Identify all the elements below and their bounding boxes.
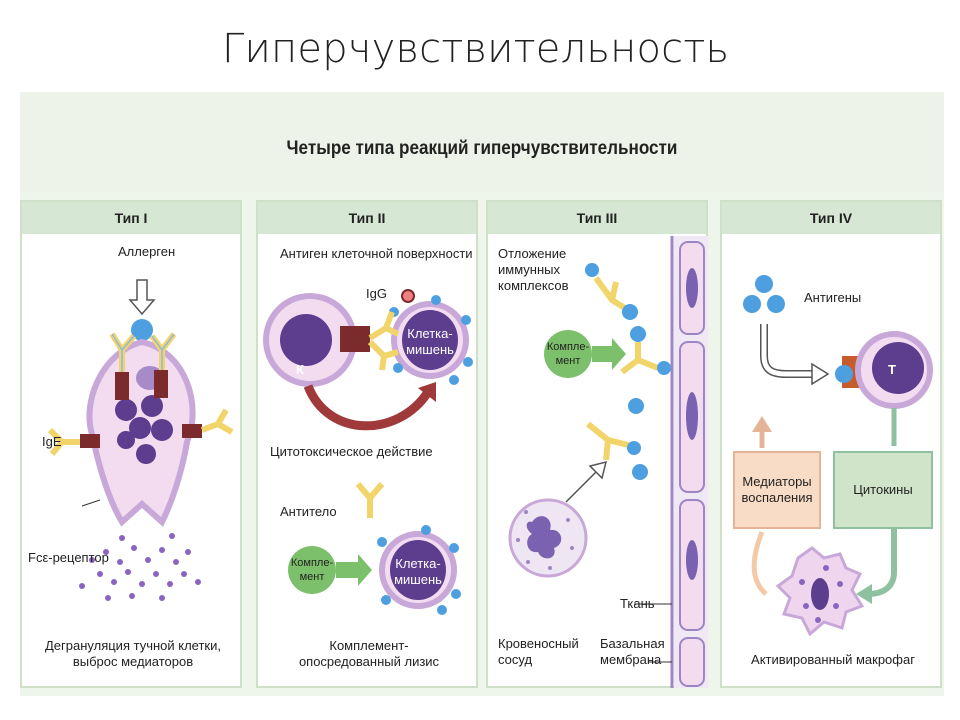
cytokines-box [833, 451, 933, 529]
macrophage-label: Активированный макрофаг [751, 652, 915, 667]
fc-receptor-label: Fcε-рецептор [28, 550, 109, 565]
target-cell-2-icon [379, 531, 457, 609]
k-cell-icon [263, 293, 357, 387]
complement-label-line1: Компле- [546, 341, 590, 353]
panel-type-1: Тип I [20, 200, 242, 688]
antibody-label: Антитело [280, 504, 337, 519]
target-cell-label-line1: Клетка- [407, 326, 453, 341]
ige-label: IgE [42, 434, 62, 449]
igg-label: IgG [366, 286, 387, 301]
tissue-label: Ткань [620, 596, 655, 611]
immune-complex-icon [586, 276, 660, 461]
panel-type-4-header: Тип IV [722, 202, 940, 234]
fc-receptor-icon [115, 372, 129, 400]
macrophage-icon [775, 546, 865, 637]
surface-antigen-icon [401, 289, 415, 303]
fc-receptor-icon [80, 434, 100, 448]
igg-antibody-icon [367, 310, 400, 371]
target-cell-label-line2: мишень [406, 342, 454, 357]
basal-membrane-label-line2: мембрана [600, 652, 662, 667]
type-1-caption-line1: Дегрануляция тучной клетки, [44, 638, 221, 653]
type-1-illustration [47, 279, 234, 601]
complement-label-line2: мент [299, 571, 325, 583]
neutrophil-icon [508, 498, 588, 578]
mediators-label-line1: Медиаторы [742, 474, 812, 489]
panel-type-4: Тип IV [720, 200, 942, 688]
mediators-arrow-icon [752, 416, 772, 432]
slide-title: Гиперчувствительность [222, 26, 730, 72]
panel-type-2-header: Тип II [258, 202, 476, 234]
vessel-label-line1: Кровеносный [498, 636, 579, 651]
type-1-caption-line2: выброс медиаторов [72, 654, 194, 669]
antibody-icon [355, 482, 385, 518]
fc-receptor-icon [154, 370, 168, 398]
target-cell-2-label-line2: мишень [394, 572, 442, 587]
complement-label-line2: мент [555, 355, 581, 367]
deposit-label-line1: Отложение [498, 246, 567, 261]
antigen-arrow-icon [761, 324, 814, 377]
panel-type-3: Тип III [486, 200, 708, 688]
complement-icon [544, 330, 592, 378]
type-2-illustration [263, 289, 473, 615]
panel-type-2: Тип II [256, 200, 478, 688]
allergen-icon [131, 319, 153, 341]
t-cell-icon [855, 331, 933, 409]
k-cell-label: К [296, 362, 304, 377]
type-3-illustration [508, 236, 708, 688]
type-4-illustration [733, 275, 933, 637]
mast-cell-icon [86, 338, 196, 527]
complement-icon [288, 546, 336, 594]
allergen-label: Аллерген [118, 244, 176, 259]
target-cell-2-label-line1: Клетка- [395, 556, 441, 571]
basal-membrane-label-line1: Базальная [600, 636, 665, 651]
vessel-label-line2: сосуд [498, 652, 533, 667]
cytokines-arrow-icon [867, 528, 897, 597]
target-cell-icon [391, 301, 469, 379]
tissue-icon [674, 236, 708, 688]
deposit-label-line3: комплексов [498, 278, 569, 293]
panel-type-1-header: Тип I [22, 202, 240, 234]
mediators-label-line2: воспаления [741, 490, 813, 505]
lysis-label-line1: Комплемент- [329, 638, 409, 653]
antigens-icon [743, 275, 785, 313]
deposit-label-line2: иммунных [498, 262, 560, 277]
k-receptor-icon [340, 326, 370, 352]
panel-type-3-header: Тип III [488, 202, 706, 234]
mediator-granules-icon [79, 533, 201, 601]
cytotoxic-label: Цитотоксическое действие [270, 444, 433, 459]
surface-antigen-label: Антиген клеточной поверхности [280, 246, 473, 261]
allergen-arrow-icon [128, 279, 156, 316]
antigens-label: Антигены [804, 290, 862, 305]
lysis-label-line2: опосредованный лизис [298, 654, 440, 669]
cytokines-label: Цитокины [853, 482, 913, 497]
neutrophil-arrow-icon [565, 460, 608, 503]
complement-arrow-icon [336, 554, 372, 586]
mediators-box [733, 451, 821, 529]
complement-label-line1: Компле- [290, 557, 334, 569]
t-cell-label: Т [888, 362, 896, 377]
hypersensitivity-figure: Четыре типа реакций гиперчувствительност… [20, 92, 944, 696]
figure-header: Четыре типа реакций гиперчувствительност… [20, 92, 944, 192]
cytotoxic-arrow-icon [303, 384, 432, 431]
fc-receptor-icon [182, 424, 202, 438]
figure-title: Четыре типа реакций гиперчувствительност… [286, 138, 678, 159]
